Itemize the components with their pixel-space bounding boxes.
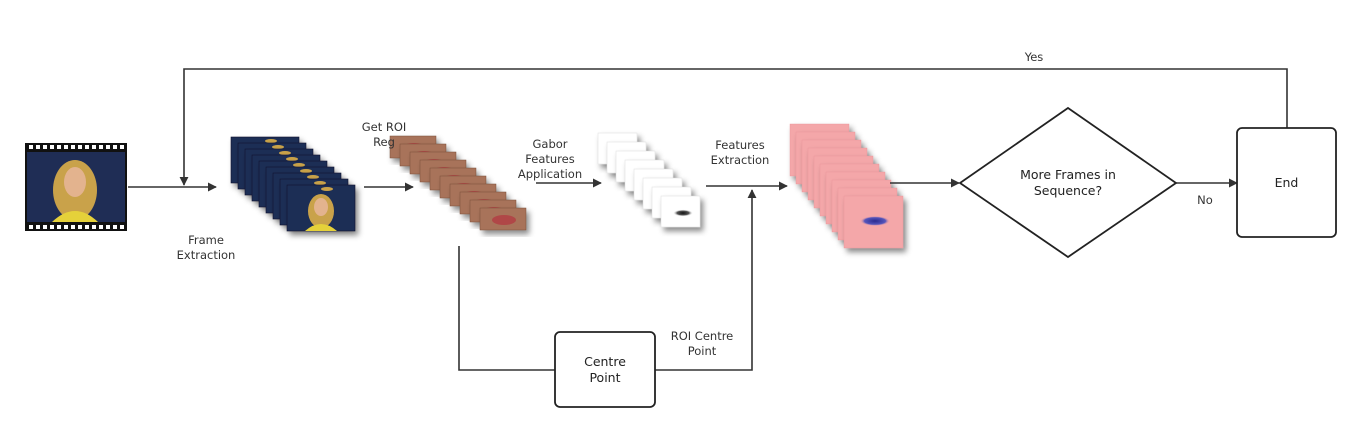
input-video-icon [25,143,127,231]
label-gabor-line3: Application [517,167,583,181]
label-roi-centre-point-line2: Point [687,344,717,358]
label-features-extraction-line2: Extraction [710,153,770,167]
gabor-response-blob [673,209,693,217]
frames-stack [230,136,356,232]
connectors [128,68,1288,371]
sprocket-hole [57,145,61,149]
label-yes: Yes [1024,50,1044,64]
label-roi-centre-point: ROI Centre Point [660,329,744,359]
arrow-centre-to-features [655,189,757,371]
decision-label: More Frames in Sequence? [996,160,1140,206]
sprocket-hole [43,145,47,149]
label-frame-extraction-line1: Frame [188,233,224,247]
film-sprockets-bottom [29,225,124,229]
centre-point-label: Centre Point [555,332,655,407]
sprocket-hole [50,225,54,229]
sprocket-hole [78,145,82,149]
feature-map-stack [789,123,904,249]
sprocket-hole [113,145,117,149]
sprocket-hole [57,225,61,229]
label-get-roi-line2: Reg [373,135,395,149]
sprocket-hole [113,225,117,229]
sprocket-hole [78,225,82,229]
label-get-roi: Get ROI Reg [352,120,416,150]
sprocket-hole [85,145,89,149]
sprocket-hole [29,225,33,229]
sprocket-hole [120,225,124,229]
sprocket-hole [106,225,110,229]
film-sprockets-top [29,145,124,149]
sprocket-hole [92,145,96,149]
sprocket-hole [92,225,96,229]
label-features-extraction: Features Extraction [700,138,780,168]
label-frame-extraction-line2: Extraction [176,248,236,262]
label-no: No [1197,193,1213,207]
sprocket-hole [50,145,54,149]
sprocket-hole [29,145,33,149]
sprocket-hole [99,145,103,149]
label-get-roi-line1: Get ROI [361,120,407,134]
sprocket-hole [64,225,68,229]
sprocket-hole [64,145,68,149]
end-box [1236,127,1337,238]
label-frame-extraction: Frame Extraction [170,233,242,263]
end-label: End [1274,174,1299,190]
sprocket-hole [71,145,75,149]
centre-point-label-line2: Point [589,369,621,385]
sprocket-hole [99,225,103,229]
lip-roi-card [479,207,527,231]
decision-label-line2: Sequence? [1033,183,1103,198]
lip-roi-stack [389,135,527,231]
decision-diamond [958,106,1178,259]
sprocket-hole [43,225,47,229]
label-features-extraction-line1: Features [715,138,765,152]
sprocket-hole [120,145,124,149]
line-roi-to-centre [458,246,555,371]
sprocket-hole [36,225,40,229]
decision-label-line1: More Frames in [1020,167,1116,182]
sprocket-hole [106,145,110,149]
sprocket-hole [36,145,40,149]
label-gabor-line1: Gabor [532,137,568,151]
label-gabor: Gabor Features Application [510,137,590,182]
feature-blob [860,216,890,226]
centre-point-label-line1: Centre [584,353,626,369]
label-gabor-line2: Features [525,152,575,166]
label-roi-centre-point-line1: ROI Centre [670,329,734,343]
centre-point-box [554,331,656,408]
gabor-output-stack [597,132,701,228]
face-skin [314,198,328,216]
sprocket-hole [71,225,75,229]
arrow-yes-loop [179,68,1288,186]
face-shirt [305,224,337,231]
sprocket-hole [85,225,89,229]
